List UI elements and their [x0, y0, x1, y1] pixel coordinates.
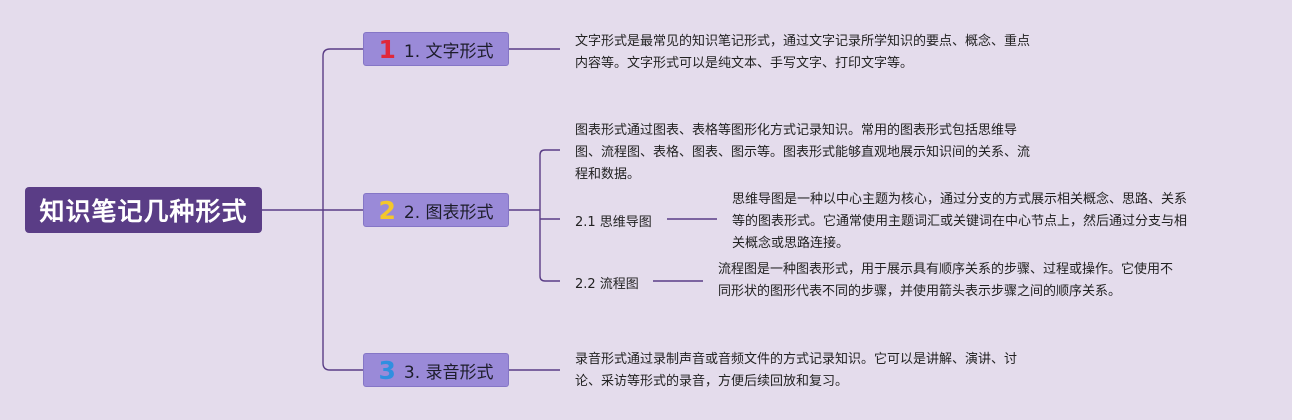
- branch-node-audio-form[interactable]: 3 3. 录音形式: [363, 353, 509, 387]
- branch-3-description: 录音形式通过录制声音或音频文件的方式记录知识。它可以是讲解、演讲、讨 论、采访等…: [575, 349, 1017, 393]
- sub-1-description: 思维导图是一种以中心主题为核心，通过分支的方式展示相关概念、思路、关系 等的图表…: [732, 189, 1187, 255]
- desc-line: 图表形式通过图表、表格等图形化方式记录知识。常用的图表形式包括思维导: [575, 123, 1018, 138]
- desc-line: 同形状的图形代表不同的步骤，并使用箭头表示步骤之间的顺序关系。: [718, 284, 1122, 299]
- sub-2-description: 流程图是一种图表形式，用于展示具有顺序关系的步骤、过程或操作。它使用不 同形状的…: [718, 259, 1173, 303]
- desc-line: 思维导图是一种以中心主题为核心，通过分支的方式展示相关概念、思路、关系: [732, 192, 1188, 207]
- desc-line: 论、采访等形式的录音，方便后续回放和复习。: [575, 374, 849, 389]
- branch-2-description: 图表形式通过图表、表格等图形化方式记录知识。常用的图表形式包括思维导 图、流程图…: [575, 120, 1030, 186]
- desc-line: 内容等。文字形式可以是纯文本、手写文字、打印文字等。: [575, 56, 914, 71]
- connector-branch-2-bracket: [539, 149, 560, 282]
- number-one-icon: 1: [378, 34, 396, 64]
- root-node[interactable]: 知识笔记几种形式: [25, 187, 262, 233]
- branch-label: 3. 录音形式: [403, 362, 494, 383]
- branch-1-description: 文字形式是最常见的知识笔记形式，通过文字记录所学知识的要点、概念、重点 内容等。…: [575, 31, 1030, 75]
- desc-line: 等的图表形式。它通常使用主题词汇或关键词在中心节点上，然后通过分支与相: [732, 214, 1188, 229]
- sub-node-mind-map[interactable]: 2.1 思维导图: [575, 215, 652, 230]
- desc-line: 图、流程图、表格、图表、图示等。图表形式能够直观地展示知识间的关系、流: [575, 145, 1031, 160]
- branch-node-text-form[interactable]: 1 1. 文字形式: [363, 32, 509, 66]
- desc-line: 录音形式通过录制声音或音频文件的方式记录知识。它可以是讲解、演讲、讨: [575, 352, 1018, 367]
- desc-line: 文字形式是最常见的知识笔记形式，通过文字记录所学知识的要点、概念、重点: [575, 34, 1031, 49]
- desc-line: 程和数据。: [575, 167, 641, 182]
- branch-node-chart-form[interactable]: 2 2. 图表形式: [363, 193, 509, 227]
- branch-label: 2. 图表形式: [403, 202, 494, 223]
- number-two-icon: 2: [378, 195, 396, 225]
- number-three-icon: 3: [378, 355, 396, 385]
- branch-label: 1. 文字形式: [403, 41, 494, 62]
- desc-line: 关概念或思路连接。: [732, 236, 850, 251]
- desc-line: 流程图是一种图表形式，用于展示具有顺序关系的步骤、过程或操作。它使用不: [718, 262, 1174, 277]
- sub-node-flowchart[interactable]: 2.2 流程图: [575, 277, 639, 292]
